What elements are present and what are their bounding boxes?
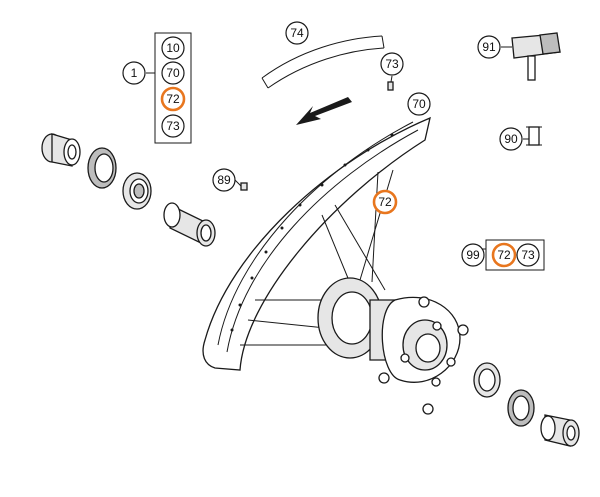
svg-text:99: 99 (466, 248, 480, 262)
svg-text:91: 91 (482, 40, 496, 54)
svg-text:90: 90 (504, 132, 518, 146)
callout-10: 10 (161, 36, 185, 60)
svg-text:72: 72 (166, 92, 180, 106)
svg-text:1: 1 (131, 66, 138, 80)
valve-cap-part (526, 126, 542, 146)
callout-72-spoke-highlight: 72 (372, 189, 398, 215)
svg-text:10: 10 (166, 41, 180, 55)
nipple-part (240, 182, 248, 191)
callout-73-valve: 73 (380, 52, 404, 76)
callout-73-list: 73 (161, 114, 185, 138)
callout-90: 90 (499, 127, 523, 151)
left-axle-spacer (41, 133, 81, 167)
svg-text:73: 73 (521, 248, 535, 262)
left-seal (87, 147, 117, 189)
hub-bolt-holes (400, 321, 456, 387)
hub (317, 277, 469, 415)
valve-tool-part (511, 32, 561, 81)
rotation-arrow (296, 97, 352, 125)
callout-70-list: 70 (161, 61, 185, 85)
svg-text:72: 72 (497, 248, 511, 262)
svg-text:70: 70 (166, 66, 180, 80)
right-seal (507, 389, 535, 427)
svg-text:73: 73 (166, 119, 180, 133)
svg-text:73: 73 (385, 57, 399, 71)
left-bearing (122, 172, 152, 210)
callout-70-rim: 70 (407, 92, 431, 116)
svg-text:72: 72 (378, 195, 392, 209)
svg-text:89: 89 (217, 173, 231, 187)
svg-text:74: 74 (290, 26, 304, 40)
callout-89: 89 (212, 168, 236, 192)
callout-91: 91 (477, 35, 501, 59)
right-bearing (473, 362, 501, 398)
rim-spoke-holes (230, 133, 394, 332)
rim-tape (261, 35, 385, 89)
callout-72-list-highlight: 72 (160, 86, 186, 112)
valve-stem-part (387, 81, 394, 91)
callout-99: 99 (461, 243, 485, 267)
right-axle-spacer (540, 414, 580, 447)
distance-sleeve (163, 202, 216, 247)
callout-74: 74 (285, 21, 309, 45)
callout-1: 1 (122, 61, 146, 85)
callout-72-set-highlight: 72 (491, 242, 517, 268)
svg-text:70: 70 (412, 97, 426, 111)
callout-73-set: 73 (516, 243, 540, 267)
